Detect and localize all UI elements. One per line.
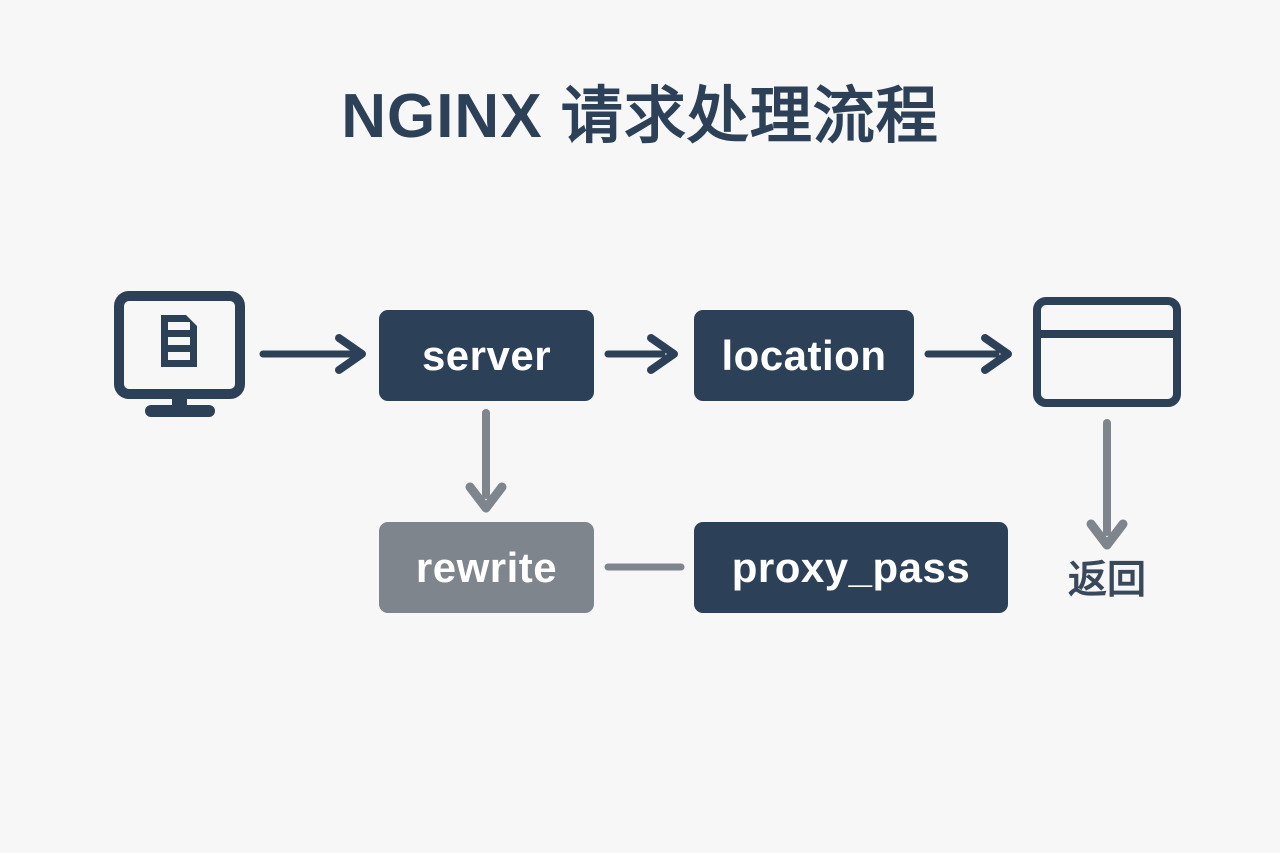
arrow-head	[335, 334, 366, 374]
arrow-browser-to-return	[1086, 419, 1128, 550]
node-rewrite[interactable]: rewrite	[379, 522, 594, 613]
arrow-location-to-browser	[924, 334, 1012, 374]
monitor-document-icon[interactable]	[114, 291, 245, 417]
node-location-label: location	[721, 331, 887, 379]
arrow-head	[647, 334, 678, 374]
return-label: 返回	[1067, 559, 1146, 602]
document-line-1	[168, 322, 190, 330]
node-server-label: server	[421, 331, 552, 379]
arrow-head	[1086, 519, 1128, 550]
monitor-base	[145, 405, 215, 417]
arrow-client-to-server	[259, 334, 366, 374]
node-rewrite-label: rewrite	[415, 543, 558, 591]
document-line-3	[168, 352, 190, 360]
node-proxy-pass[interactable]: proxy_pass	[694, 522, 1008, 613]
arrow-head	[981, 334, 1012, 374]
node-server[interactable]: server	[379, 310, 594, 401]
arrow-head	[465, 482, 507, 513]
node-proxy-pass-label: proxy_pass	[731, 543, 971, 591]
document-line-2	[168, 337, 190, 345]
browser-window-icon[interactable]	[1033, 297, 1181, 407]
page-title: NGINX 请求处理流程	[341, 82, 939, 151]
arrow-server-to-rewrite	[465, 409, 507, 513]
arrow-server-to-location	[604, 334, 678, 374]
browser-frame	[1033, 297, 1181, 407]
node-location[interactable]: location	[694, 310, 914, 401]
